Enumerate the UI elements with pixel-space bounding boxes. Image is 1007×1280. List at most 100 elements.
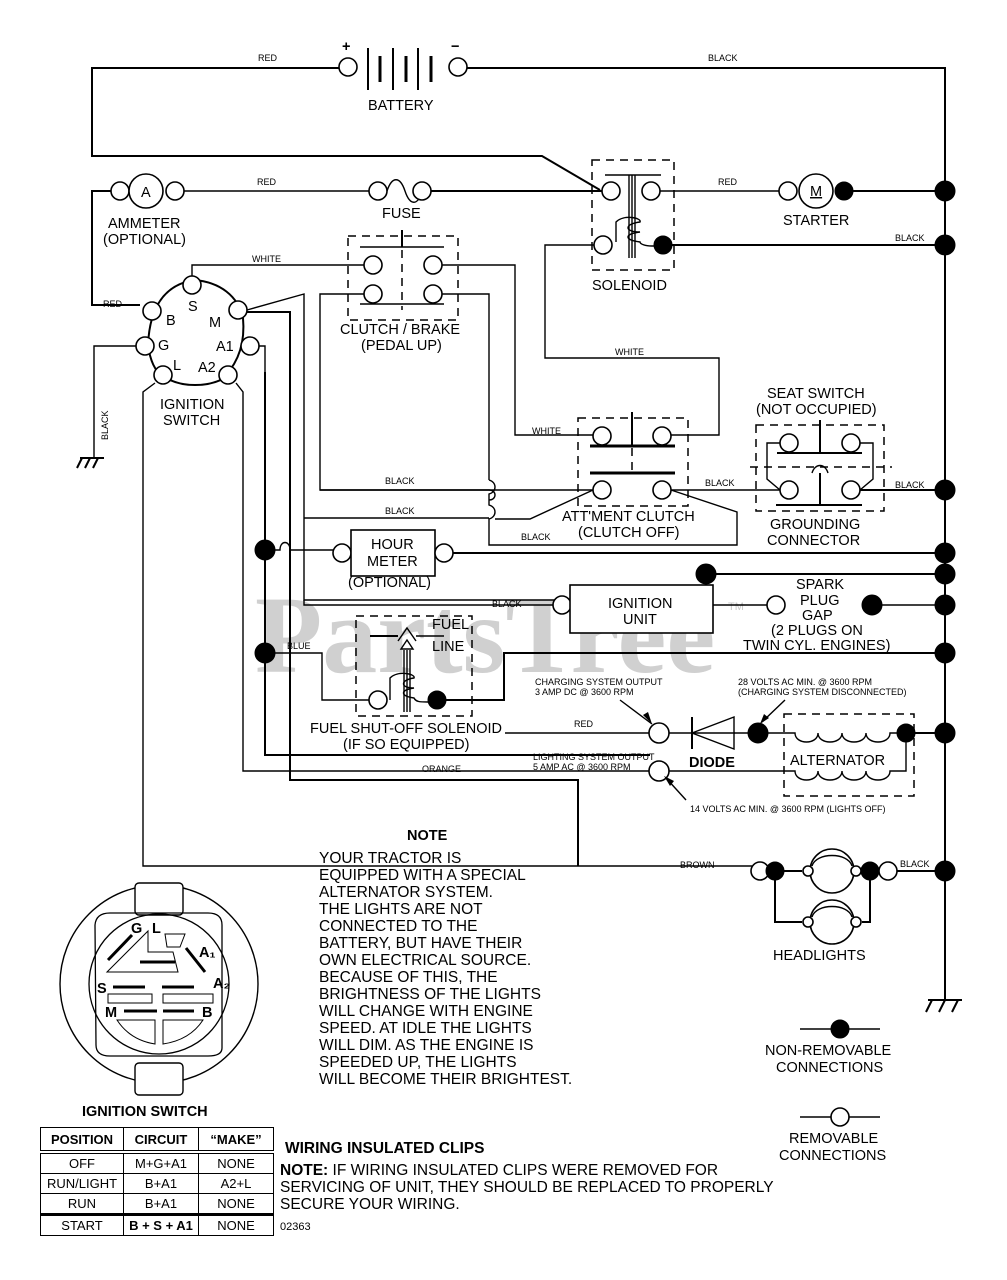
fuel-solenoid-label: FUEL SHUT-OFF SOLENOID xyxy=(310,721,502,737)
grounding-connector-label-1: GROUNDING xyxy=(770,517,860,533)
wiring-clips-body: NOTE: IF WIRING INSULATED CLIPS WERE REM… xyxy=(280,1162,780,1213)
hour-meter: HOUR METER (OPTIONAL) xyxy=(254,529,454,591)
lighting-output-label-2: 5 AMP AC @ 3600 RPM xyxy=(533,762,631,772)
table-cell: A2+L xyxy=(198,1173,274,1194)
fuel-solenoid-state: (IF SO EQUIPPED) xyxy=(343,737,470,753)
junction xyxy=(934,722,956,744)
ground-bus xyxy=(460,67,962,1013)
wiring-clips-title: WIRING INSULATED CLIPS xyxy=(285,1140,485,1157)
charging-output-label-2: 3 AMP DC @ 3600 RPM xyxy=(535,687,634,697)
junction xyxy=(934,542,956,564)
battery-positive-terminal xyxy=(338,57,358,77)
fuse-label: FUSE xyxy=(382,206,421,222)
table-cell: M+G+A1 xyxy=(123,1151,199,1174)
fuel-shutoff-solenoid: FUEL LINE FUEL SHUT-OFF SOLENOID (IF SO … xyxy=(310,615,502,753)
ignition-switch-table: POSITION CIRCUIT “MAKE” OFF M+G+A1 NONE … xyxy=(40,1127,274,1236)
battery-negative-terminal xyxy=(448,57,468,77)
diagram-code: 02363 xyxy=(280,1221,311,1233)
table-header: POSITION xyxy=(40,1127,124,1153)
note-line: CONNECTED TO THE xyxy=(319,918,477,935)
legend-closed-dot xyxy=(830,1019,850,1039)
note-line: EQUIPPED WITH A SPECIAL xyxy=(319,867,526,884)
ign-terminal-a2 xyxy=(218,365,238,385)
wire-label-battery-neg: BLACK xyxy=(708,53,738,63)
pin-label-s: S xyxy=(97,981,107,997)
solenoid-label: SOLENOID xyxy=(592,278,667,294)
ign-label-l: L xyxy=(173,358,181,374)
junction xyxy=(934,234,956,256)
wire-label-ign-g: BLACK xyxy=(100,410,110,440)
junction xyxy=(934,642,956,664)
ignition-switch: S B M G A1 L A2 IGNITION SWITCH xyxy=(135,275,260,429)
wire-label-solenoid-attclutch: WHITE xyxy=(615,347,644,357)
wire-label-headlight-black: BLACK xyxy=(900,859,930,869)
note-line: BECAUSE OF THIS, THE xyxy=(319,969,498,986)
ground-symbol-left xyxy=(76,457,104,469)
ammeter-optional: (OPTIONAL) xyxy=(103,232,186,248)
watermark-trademark: TM xyxy=(728,601,744,613)
junction xyxy=(934,479,956,501)
ign-label-a2: A2 xyxy=(198,360,216,376)
note-line: YOUR TRACTOR IS xyxy=(319,850,461,867)
battery-label: BATTERY xyxy=(368,98,434,114)
junction xyxy=(934,594,956,616)
starter-symbol: M xyxy=(810,184,822,200)
ammeter: A AMMETER (OPTIONAL) xyxy=(91,173,186,306)
spark-plug-label-1: SPARK xyxy=(796,577,844,593)
legend-open-dot xyxy=(830,1107,850,1127)
table-row: START B + S + A1 NONE xyxy=(40,1214,274,1236)
hour-meter-label-2: METER xyxy=(367,554,418,570)
note-line: ALTERNATOR SYSTEM. xyxy=(319,884,493,901)
ign-terminal-m xyxy=(228,300,248,320)
wire-label-ign-unit: BLACK xyxy=(492,599,522,609)
note-line: SPEEDED UP, THE LIGHTS xyxy=(319,1054,517,1071)
wire-label-charging-red: RED xyxy=(574,719,594,729)
pin-label-a1: A₁ xyxy=(199,945,215,961)
ign-terminal-a1 xyxy=(240,336,260,356)
solenoid: SOLENOID xyxy=(591,159,675,294)
note-title: NOTE xyxy=(407,828,448,844)
legend: NON-REMOVABLE CONNECTIONS REMOVABLE CONN… xyxy=(765,1019,892,1164)
ammeter-gauge xyxy=(128,173,164,209)
pin-label-g: G xyxy=(131,921,142,937)
ignition-unit-label-2: UNIT xyxy=(623,612,657,628)
ignition-detail-title: IGNITION SWITCH xyxy=(82,1104,208,1120)
fuel-line-label-1: FUEL xyxy=(432,617,469,633)
headlights: HEADLIGHTS xyxy=(750,848,898,964)
table-cell: NONE xyxy=(198,1214,274,1236)
lights-off-voltage-label: 14 VOLTS AC MIN. @ 3600 RPM (LIGHTS OFF) xyxy=(690,804,886,814)
hour-meter-label-1: HOUR xyxy=(371,537,414,553)
wire-label-solenoid-starter: RED xyxy=(718,177,738,187)
legend-removable-1: REMOVABLE xyxy=(789,1131,879,1147)
wire-label-seat-ground: BLACK xyxy=(895,480,925,490)
att-clutch-state: (CLUTCH OFF) xyxy=(578,525,680,541)
table-cell: B+A1 xyxy=(123,1193,199,1215)
table-row: OFF M+G+A1 NONE xyxy=(40,1151,274,1174)
junction xyxy=(695,563,717,585)
starter-label: STARTER xyxy=(783,213,849,229)
ign-terminal-s xyxy=(182,275,202,295)
junction xyxy=(254,539,276,561)
table-cell: B + S + A1 xyxy=(123,1214,199,1236)
table-header: CIRCUIT xyxy=(123,1127,199,1153)
note-line: THE LIGHTS ARE NOT xyxy=(319,901,483,918)
diode-label: DIODE xyxy=(689,755,735,771)
ign-terminal-g xyxy=(135,336,155,356)
wire-label-lighting-orange: ORANGE xyxy=(422,764,461,774)
ign-label-a1: A1 xyxy=(216,339,234,355)
alternator-label: ALTERNATOR xyxy=(790,753,885,769)
table-row: RUN/LIGHT B+A1 A2+L xyxy=(40,1173,274,1194)
ammeter-label: AMMETER xyxy=(108,216,181,232)
ign-label-s: S xyxy=(188,299,198,315)
pin-label-b: B xyxy=(202,1005,212,1021)
junction xyxy=(747,722,769,744)
junction xyxy=(934,180,956,202)
ignition-switch-detail: G L A₁ A₂ S M B IGNITION SWITCH xyxy=(59,882,259,1120)
wire-label-solenoid-ground: BLACK xyxy=(895,233,925,243)
seat-switch: SEAT SWITCH (NOT OCCUPIED) GROUNDING CON… xyxy=(750,386,892,549)
spark-plug-label-4: (2 PLUGS ON xyxy=(771,623,863,639)
hour-meter-optional: (OPTIONAL) xyxy=(348,575,431,591)
ammeter-symbol: A xyxy=(141,185,151,201)
table-cell: NONE xyxy=(198,1193,274,1215)
table-cell: START xyxy=(40,1214,124,1236)
